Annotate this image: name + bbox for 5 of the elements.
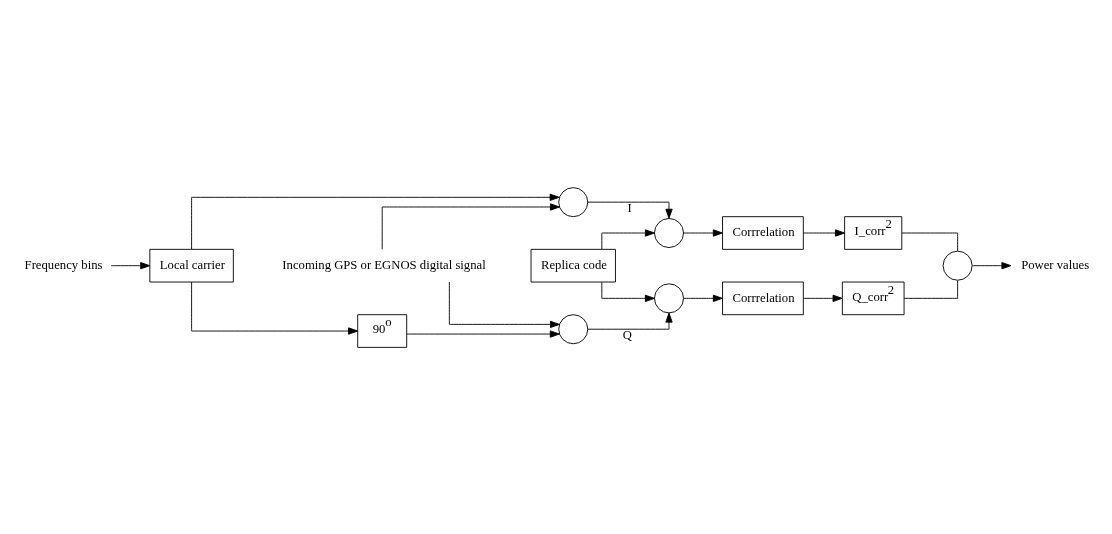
node-text: Power values [1021,257,1090,272]
node-text: Frequency bins [24,257,103,272]
edge-label: I [627,200,632,215]
node-text: Incoming GPS or EGNOS digital signal [282,257,486,272]
edge-label: Q [622,327,633,342]
